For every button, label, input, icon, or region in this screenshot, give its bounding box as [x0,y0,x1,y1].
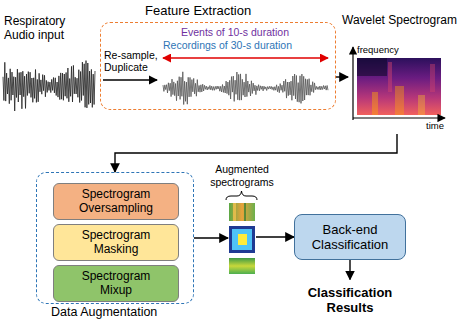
image-stack: Augmented spectrograms [228,200,256,276]
augmented-images [226,191,257,274]
spectrogram-plot [353,47,445,120]
stage-group: Data AugmentationSpectrogram Oversamplin… [36,172,194,304]
box-label: Back-end Classification [304,222,396,253]
connector-arrow [336,76,348,77]
group-title: Augmented spectrograms [202,163,282,188]
box-label: Spectrogram Masking [68,228,164,256]
output-title: Wavelet Spectrogram [342,13,457,27]
duration-arrow [163,57,328,59]
process-box: Spectrogram Oversampling [53,183,179,220]
process-box: Back-end Classification [294,214,406,260]
result-text: Classification Results [295,280,405,319]
box-label: Spectrogram Mixup [68,269,164,297]
stage-group: Feature ExtractionRe-sample, DuplicateEv… [100,22,336,110]
duration-label: Events of 10-s duration [181,26,289,38]
audio-waveform [3,61,95,111]
input-label: Respiratory Audio input [4,14,84,42]
axis-label: frequency [357,44,399,55]
segment-waveform [163,72,328,105]
connector-arrow [256,236,294,237]
box-label: Classification Results [302,285,398,316]
group-title: Data Augmentation [51,305,157,320]
connector-arrow [194,237,228,238]
process-arrow [103,79,157,80]
box-label: Spectrogram Oversampling [68,187,164,215]
spectrogram-node: Wavelet Spectrogramfrequencytime [348,44,446,134]
process-box: Spectrogram Mixup [53,265,179,302]
process-box: Spectrogram Masking [53,224,179,261]
connector-arrow [349,260,350,280]
group-title: Feature Extraction [145,3,251,18]
duration-label: Recordings of 30-s duration [163,39,292,51]
axis-label: time [426,120,444,131]
step-label: Re-sample, Duplicate [104,49,160,74]
